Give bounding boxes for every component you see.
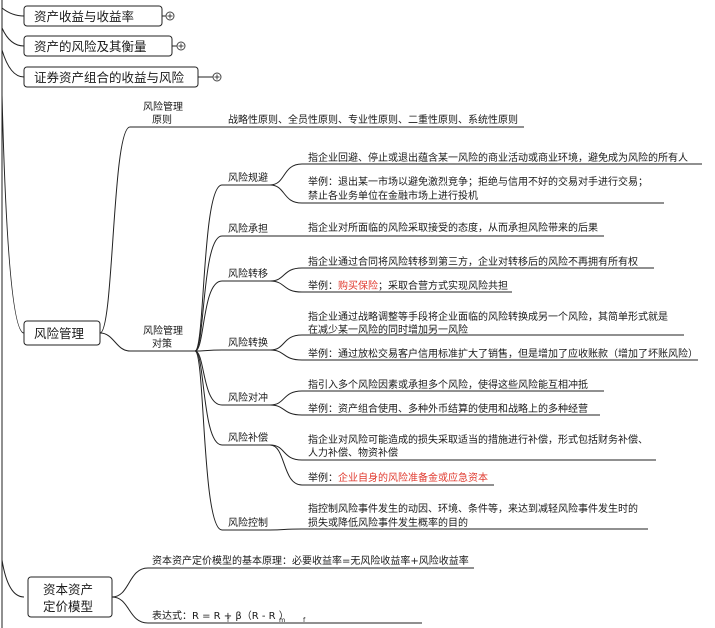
topic-portfolio-label: 证券资产组合的收益与风险 — [34, 70, 185, 85]
expand-plus-icon[interactable] — [176, 41, 186, 51]
capm-label-line1: 资本资产 — [43, 582, 93, 597]
strategies-title-line2: 对策 — [152, 337, 172, 350]
capm-principle: 资本资产定价模型的基本原理：必要收益率=无风险收益率+风险收益率 — [152, 554, 469, 567]
avoid-example-line2: 禁止各业务单位在金融市场上进行投机 — [308, 189, 478, 202]
risk-management-label: 风险管理 — [34, 326, 85, 341]
topic-asset-return[interactable]: 资产收益与收益率 — [1, 5, 175, 27]
strategy-avoid-label: 风险规避 — [228, 171, 268, 184]
convert-definition-line1: 指企业通过战略调整等手段将企业面临的风险转换成另一个风险，其简单形式就是 — [308, 310, 668, 323]
compensate-definition-line1: 指企业对风险可能造成的损失采取适当的措施进行补偿，形式包括财务补偿、 — [308, 433, 648, 446]
hedge-example: 举例：资产组合使用、多种外币结算的使用和战略上的多种经营 — [308, 402, 588, 415]
topic-asset-risk[interactable]: 资产的风险及其衡量 — [1, 27, 186, 57]
compensate-example-prefix: 举例： — [308, 471, 338, 484]
strategy-compensate-label: 风险补偿 — [228, 431, 268, 444]
topic-asset-return-label: 资产收益与收益率 — [34, 9, 134, 24]
strategy-transfer-label: 风险转移 — [228, 267, 268, 280]
avoid-example-line1: 举例：退出某一市场以避免激烈竞争；拒绝与信用不好的交易对手进行交易； — [308, 175, 648, 188]
convert-example: 举例：通过放松交易客户信用标准扩大了销售，但是增加了应收账款（增加了坏账风险） — [308, 347, 698, 360]
expand-plus-icon[interactable] — [165, 11, 175, 21]
transfer-example: 举例：购买保险；采取合营方式实现风险共担 — [308, 279, 508, 292]
node-capm[interactable]: 资本资产 定价模型 — [27, 576, 113, 618]
principles-text: 战略性原则、全员性原则、专业性原则、二重性原则、系统性原则 — [228, 113, 518, 126]
capm-formula-sub-m: m — [279, 616, 285, 624]
topic-portfolio[interactable]: 证券资产组合的收益与风险 — [1, 49, 222, 88]
node-risk-management[interactable]: 风险管理 — [23, 320, 101, 346]
strategies-title-line1: 风险管理 — [143, 324, 183, 337]
hedge-definition: 指引入多个风险因素或承担多个风险，使得这些风险能互相冲抵 — [308, 378, 588, 391]
control-definition-line1: 指控制风险事件发生的动因、环境、条件等，来达到减轻风险事件发生时的 — [308, 502, 638, 515]
principles-title-line2: 原则 — [152, 113, 172, 126]
transfer-example-highlight: 购买保险 — [338, 279, 378, 292]
compensate-example: 举例：企业自身的风险准备金或应急资本 — [308, 471, 488, 484]
transfer-definition: 指企业通过合同将风险转移到第三方，企业对转移后的风险不再拥有所有权 — [308, 255, 638, 268]
capm-formula-sub-f1: f — [227, 616, 230, 624]
transfer-example-suffix: ；采取合营方式实现风险共担 — [378, 279, 508, 292]
capm-formula: 表达式：R = R + β（R - R ） f m f — [152, 609, 306, 624]
strategy-control-label: 风险控制 — [228, 516, 268, 529]
strategy-hedge-label: 风险对冲 — [228, 391, 268, 404]
strategy-convert-label: 风险转换 — [228, 336, 268, 349]
control-definition-line2: 损失或降低风险事件发生概率的目的 — [308, 516, 468, 529]
expand-plus-icon[interactable] — [212, 72, 222, 82]
topic-asset-risk-label: 资产的风险及其衡量 — [34, 39, 147, 54]
capm-formula-text: 表达式：R = R + β（R - R ） — [152, 609, 289, 622]
convert-definition-line2: 在减少某一风险的同时增加另一风险 — [308, 323, 468, 336]
transfer-example-prefix: 举例： — [308, 279, 338, 292]
principles-title-line1: 风险管理 — [143, 100, 183, 113]
capm-label-line2: 定价模型 — [43, 599, 93, 614]
capm-formula-sub-f2: f — [303, 616, 306, 624]
compensate-definition-line2: 人力补偿、物资补偿 — [308, 446, 398, 459]
retain-definition: 指企业对所面临的风险采取接受的态度，从而承担风险带来的后果 — [308, 221, 598, 234]
compensate-example-highlight: 企业自身的风险准备金或应急资本 — [338, 471, 488, 484]
strategy-retain-label: 风险承担 — [228, 222, 268, 235]
avoid-definition: 指企业回避、停止或退出蕴含某一风险的商业活动或商业环境，避免成为风险的所有人 — [308, 151, 688, 164]
